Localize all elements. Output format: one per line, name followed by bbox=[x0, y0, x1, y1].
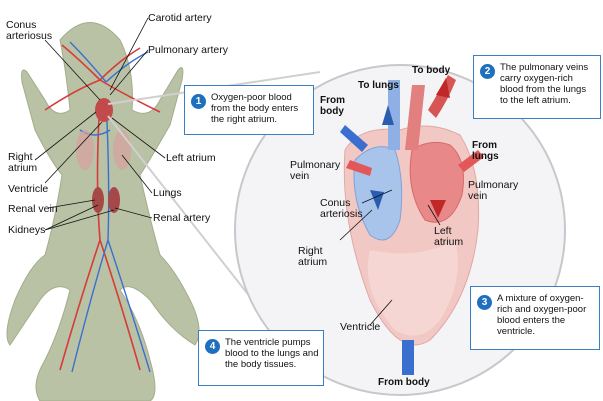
label-carotid-artery: Carotid artery bbox=[148, 12, 212, 24]
callout-4-number: 4 bbox=[205, 339, 220, 354]
frog-lung-right bbox=[113, 130, 131, 170]
callout-2-text: The pulmonary veins carry oxygen-rich bl… bbox=[500, 62, 589, 106]
left-atrium-chamber bbox=[409, 141, 464, 223]
callout-1-text: Oxygen-poor blood from the body enters t… bbox=[211, 92, 299, 125]
callout-2-number: 2 bbox=[480, 64, 495, 79]
from-body-bottom-vein bbox=[402, 340, 414, 375]
callout-3-number: 3 bbox=[477, 295, 492, 310]
label-ventricle-heart: Ventricle bbox=[340, 321, 381, 333]
frog-illustration bbox=[6, 22, 200, 401]
label-renal-artery: Renal artery bbox=[153, 212, 211, 224]
label-kidneys: Kidneys bbox=[8, 224, 46, 236]
arrow-left-atrium bbox=[430, 200, 446, 218]
label-to-lungs: To lungs bbox=[358, 80, 399, 91]
artery-lines bbox=[44, 44, 161, 371]
frog-leader-lines bbox=[34, 17, 166, 231]
label-ventricle: Ventricle bbox=[8, 183, 49, 195]
aorta bbox=[405, 85, 425, 150]
ventricle-chamber bbox=[367, 240, 458, 336]
callout-2: 2 The pulmonary veins carry oxygen-rich … bbox=[473, 55, 601, 119]
from-lungs-vessel bbox=[458, 150, 484, 172]
callout-1: 1 Oxygen-poor blood from the body enters… bbox=[184, 85, 314, 135]
callout-4-text: The ventricle pumps blood to the lungs a… bbox=[225, 337, 319, 370]
enlarged-heart bbox=[340, 75, 484, 375]
frog-kidney-right bbox=[108, 187, 120, 213]
vein-lines bbox=[69, 41, 151, 373]
from-body-top-vein bbox=[340, 125, 368, 152]
frog-body-shape bbox=[6, 22, 200, 401]
heart-leader-lines bbox=[339, 189, 441, 326]
label-from-body-bottom: From body bbox=[378, 377, 430, 388]
arrow-to-lungs bbox=[382, 105, 394, 125]
label-renal-vein: Renal vein bbox=[8, 203, 58, 215]
pulmonary-trunk bbox=[388, 80, 400, 150]
arrow-to-body bbox=[436, 78, 450, 98]
callout-4: 4 The ventricle pumps blood to the lungs… bbox=[198, 330, 324, 386]
callout-3-text: A mixture of oxygen-rich and oxygen-poor… bbox=[497, 293, 587, 337]
label-to-body: To body bbox=[412, 65, 451, 76]
pulmonary-vein-left-vessel bbox=[346, 160, 372, 176]
callout-1-number: 1 bbox=[191, 94, 206, 109]
frog-lung-left bbox=[76, 130, 94, 170]
label-pulmonary-artery: Pulmonary artery bbox=[148, 44, 228, 56]
to-body-vessel bbox=[428, 75, 456, 118]
label-lungs: Lungs bbox=[153, 187, 182, 199]
callout-3: 3 A mixture of oxygen-rich and oxygen-po… bbox=[470, 286, 600, 350]
label-left-atrium: Left atrium bbox=[166, 152, 216, 164]
